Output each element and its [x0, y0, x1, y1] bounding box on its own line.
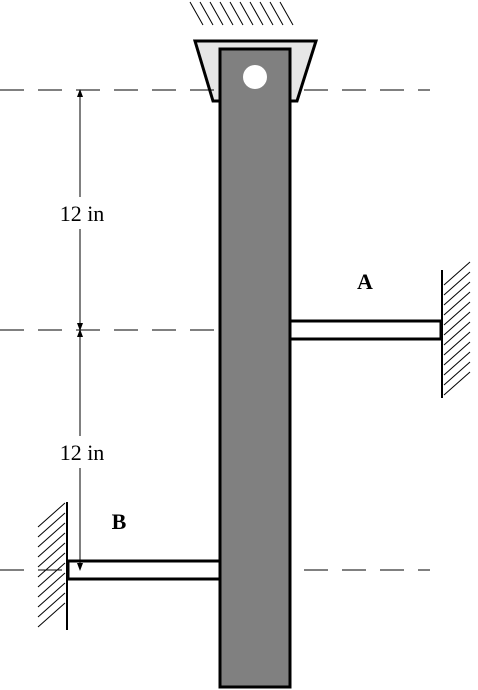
- rod-a: [287, 319, 443, 341]
- rod-b-label: B: [112, 509, 127, 534]
- left-wall-support: [37, 502, 68, 630]
- pin-hole: [243, 65, 267, 89]
- top-support-hatching: [189, 1, 294, 26]
- right-wall-support: [441, 261, 471, 398]
- vertical-bar: [218, 47, 292, 689]
- rod-a-label: A: [357, 269, 373, 294]
- dimension-label-lower-bg: [50, 436, 112, 468]
- dimension-label-upper: 12 in: [60, 201, 105, 226]
- dimension-label-lower: 12 in: [60, 440, 105, 465]
- dimension-label-upper-bg: [50, 197, 112, 229]
- rod-b: [66, 559, 222, 581]
